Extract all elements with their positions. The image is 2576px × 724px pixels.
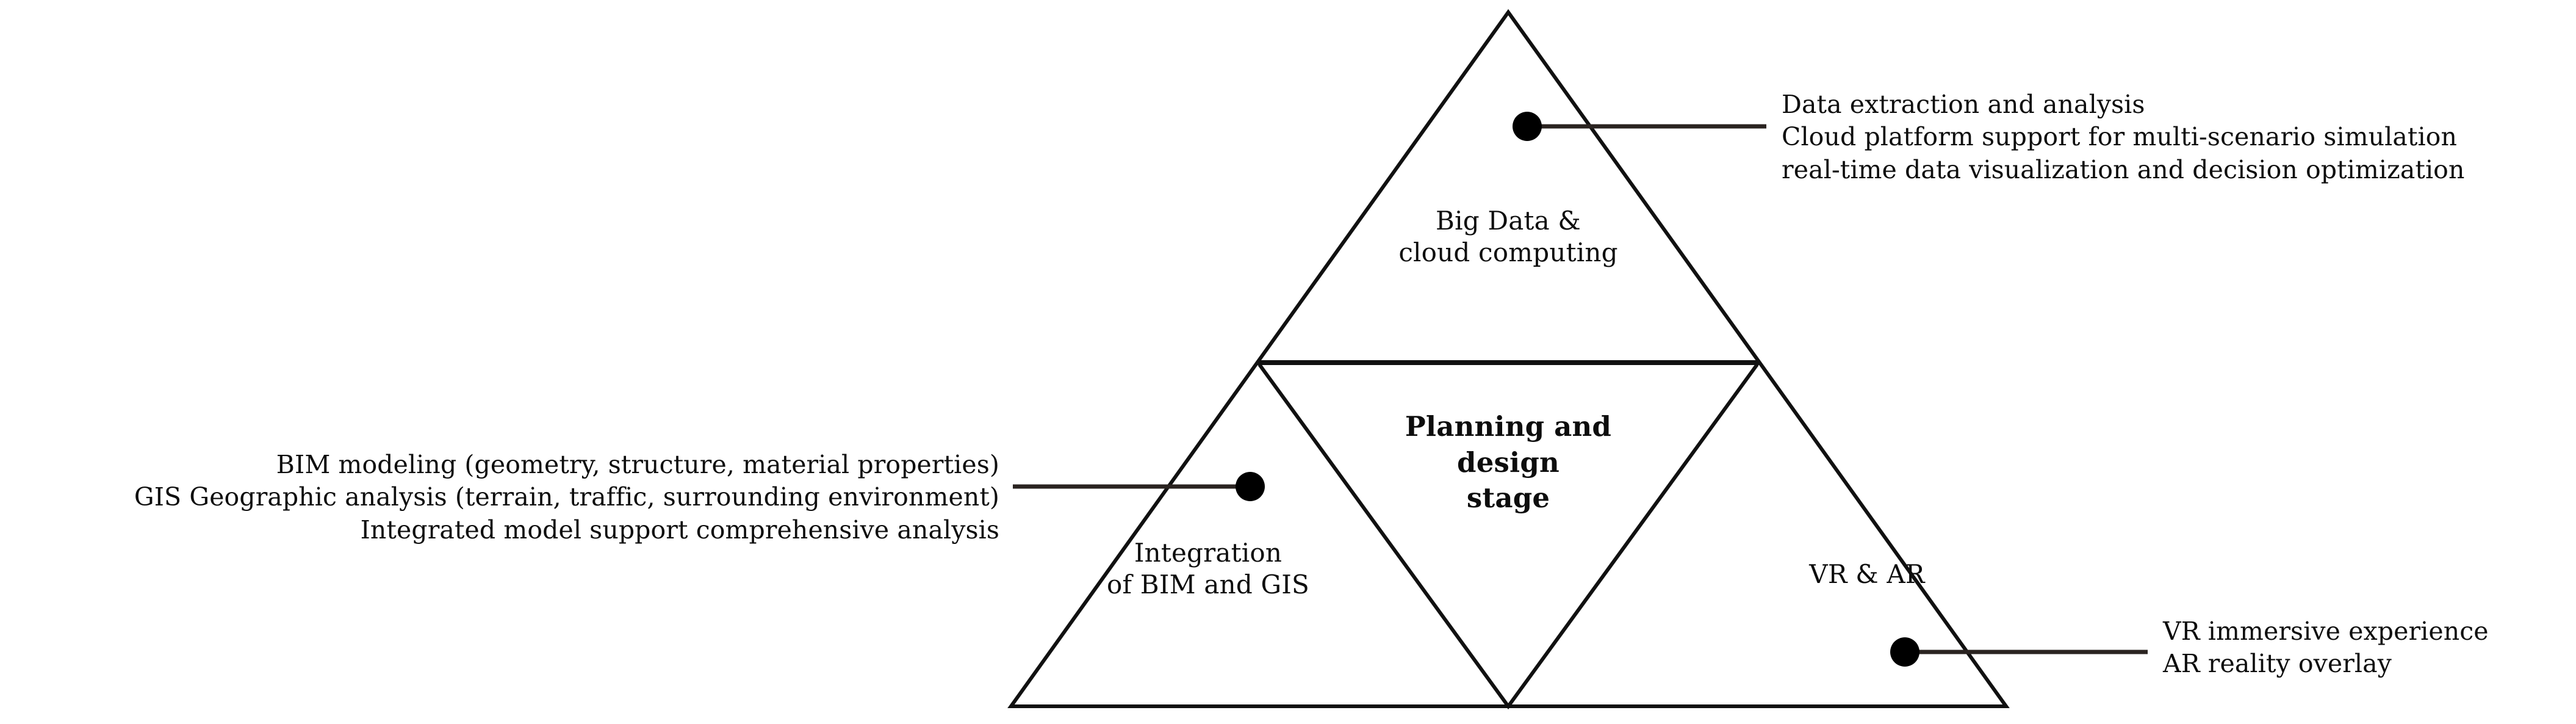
bim-gis-annotation-line-2: GIS Geographic analysis (terrain, traffi… (134, 482, 999, 512)
vr-ar-annotation-text: VR immersive experience AR reality overl… (2163, 615, 2576, 681)
big-data-annotation-line-1: Data extraction and analysis (1782, 90, 2145, 119)
vr-ar-annotation-line-1: VR immersive experience (2163, 617, 2489, 646)
region-label-big-data-cloud-computing: Big Data & cloud computing (1398, 206, 1618, 268)
big-data-anchor-dot (1513, 112, 1542, 141)
bim-gis-anchor-dot (1236, 472, 1265, 501)
region-label-vr-and-ar: VR & AR (1809, 559, 1925, 589)
bim-gis-annotation-line-1: BIM modeling (geometry, structure, mater… (276, 450, 999, 479)
vr-ar-anchor-dot (1890, 637, 1919, 667)
vr-ar-annotation-line-2: AR reality overlay (2163, 649, 2392, 679)
bim-gis-annotation-line-3: Integrated model support comprehensive a… (360, 515, 999, 545)
bim-gis-annotation-text: BIM modeling (geometry, structure, mater… (0, 449, 999, 546)
region-label-integration-of-bim-and-gis: Integration of BIM and GIS (1106, 538, 1310, 600)
region-label-planning-and-design-stage: Planning and design stage (1405, 410, 1612, 514)
big-data-annotation-line-3: real-time data visualization and decisio… (1782, 154, 2465, 184)
inverted-center-triangle-outline (1257, 363, 1759, 710)
big-data-annotation-text: Data extraction and analysis Cloud platf… (1782, 89, 2569, 186)
big-data-annotation-line-2: Cloud platform support for multi-scenari… (1782, 122, 2457, 152)
